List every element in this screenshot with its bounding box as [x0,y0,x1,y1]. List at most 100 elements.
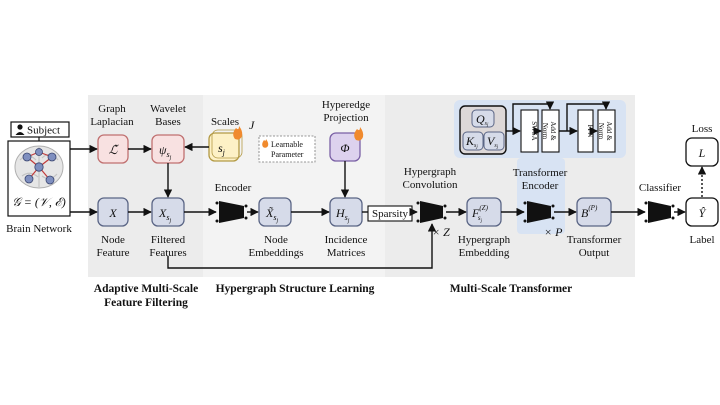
laplacian-symbol: ℒ̃ [109,143,120,157]
filtered-features-label: Filtered Features [149,234,186,259]
svg-text:Feature Filtering: Feature Filtering [104,297,188,309]
svg-text:Filtered: Filtered [151,234,186,246]
loss-node [685,137,719,167]
times-p: × P [544,225,563,239]
loss-label: Loss [692,123,713,135]
svg-text:Convolution: Convolution [402,179,458,191]
learnable-legend-text: Learnable Parameter [271,140,304,159]
svg-text:Node: Node [264,234,288,246]
b-symbol: B(P) [581,204,598,220]
addnorm-block-2 [597,109,616,153]
wavelet-bases-label: Wavelet Bases [150,103,186,128]
svg-text:Incidence: Incidence [325,234,368,246]
svg-text:Hypergraph: Hypergraph [404,166,457,178]
svg-text:Graph: Graph [98,103,126,115]
filtered-to-conv-skip-arrow [167,223,437,269]
svg-text:Add &: Add & [549,121,557,141]
brain-network: Subject 𝒢 = (𝒱, ℰ) Brain Network [6,121,72,235]
v-node [483,131,505,151]
wavelet-symbol: ψsj [159,143,172,161]
svg-text:Laplacian: Laplacian [90,116,134,128]
v-symbol: Vsj [487,134,499,150]
filtering-section-title: Adaptive Multi-Scale Feature Filtering [94,283,198,309]
swsa-label: SWSA [530,121,538,140]
subject-box [10,121,70,138]
hyperedge-projection-label: Hyperedge Projection [322,99,370,124]
transformer-encoder-label: Transformer Encoder [513,167,568,192]
filtering-panel [88,95,203,277]
encoder-block-icon [215,201,248,223]
transformer-output-label: Transformer Output [567,234,622,259]
encoder-label: Encoder [215,182,252,194]
learnable-legend [258,135,316,163]
scales-label: Scales [211,116,239,128]
svg-text:Node: Node [101,234,125,246]
svg-text:Parameter: Parameter [271,150,304,159]
xtilde-symbol: X̃sj [265,206,278,224]
structure-panel [203,95,385,277]
svg-text:Output: Output [579,247,610,259]
legend-flame-icon [262,139,269,148]
phi-flame-icon [354,127,364,141]
times-z: × Z [432,225,450,239]
residual-connection-1 [512,101,555,131]
residual-connection-2 [566,101,611,131]
hypergraph-convolution-label: Hypergraph Convolution [402,166,458,191]
q-symbol: Qsj [476,112,489,128]
scales-flame-icon [233,126,243,140]
addnorm-label-1: Add & Norm [541,121,557,141]
hypergraph-embedding-label: Hypergraph Embedding [458,234,511,259]
transformer-encoder-block-icon [523,201,555,223]
graph-equation: 𝒢 = (𝒱, ℰ) [12,195,66,209]
svg-text:Hyperedge: Hyperedge [322,99,370,111]
person-icon [17,124,23,130]
svg-text:Encoder: Encoder [522,180,559,192]
scales-node-stack [211,129,243,159]
structure-section-title: Hypergraph Structure Learning [216,283,375,295]
classifier-block-icon [644,201,675,223]
hypergraph-conv-block-icon [416,201,447,223]
svg-text:Hypergraph: Hypergraph [458,234,511,246]
svg-text:Wavelet: Wavelet [150,103,186,115]
q-node [471,109,495,128]
svg-text:Matrices: Matrices [327,247,365,259]
svg-text:Transformer: Transformer [513,167,568,179]
svg-text:Adaptive Multi-Scale: Adaptive Multi-Scale [94,283,198,295]
addnorm-label-2: Add & Norm [597,121,613,141]
node-feature-label: Node Feature [97,234,130,259]
k-symbol: Ksj [465,134,478,150]
x-symbol: X [108,206,117,220]
svg-text:Bases: Bases [155,116,181,128]
brain-graph-nodes [22,148,57,185]
subject-label: Subject [27,125,60,137]
node-embeddings-label: Node Embeddings [249,234,304,259]
svg-text:Learnable: Learnable [271,140,303,149]
xs-symbol: Xsj [158,206,171,224]
phi-symbol: Φ [340,141,349,155]
person-icon-body [15,132,25,135]
prediction-node [685,197,719,227]
svg-text:Norm: Norm [597,123,605,140]
ffn-label: FFN [586,125,594,138]
svg-text:Feature: Feature [97,247,130,259]
scales-count: J [249,118,255,132]
svg-text:Norm: Norm [541,123,549,140]
svg-text:Transformer: Transformer [567,234,622,246]
svg-text:Embedding: Embedding [459,247,510,259]
incidence-label: Incidence Matrices [325,234,368,259]
transformer-section-title: Multi-Scale Transformer [450,283,573,295]
brain-network-caption: Brain Network [6,223,72,235]
svg-text:Add &: Add & [605,121,613,141]
sparsity-label: Sparsity [372,208,409,220]
graph-laplacian-label: Graph Laplacian [90,103,134,128]
svg-text:Features: Features [149,247,186,259]
yhat-symbol: Ŷ [699,206,707,220]
classifier-label: Classifier [639,182,681,194]
scales-symbol: sj [218,141,226,157]
l-symbol: L [698,146,706,160]
svg-text:Embeddings: Embeddings [249,247,304,259]
h-symbol: Hsj [335,206,350,224]
label-label: Label [689,234,714,246]
k-node [462,131,484,151]
